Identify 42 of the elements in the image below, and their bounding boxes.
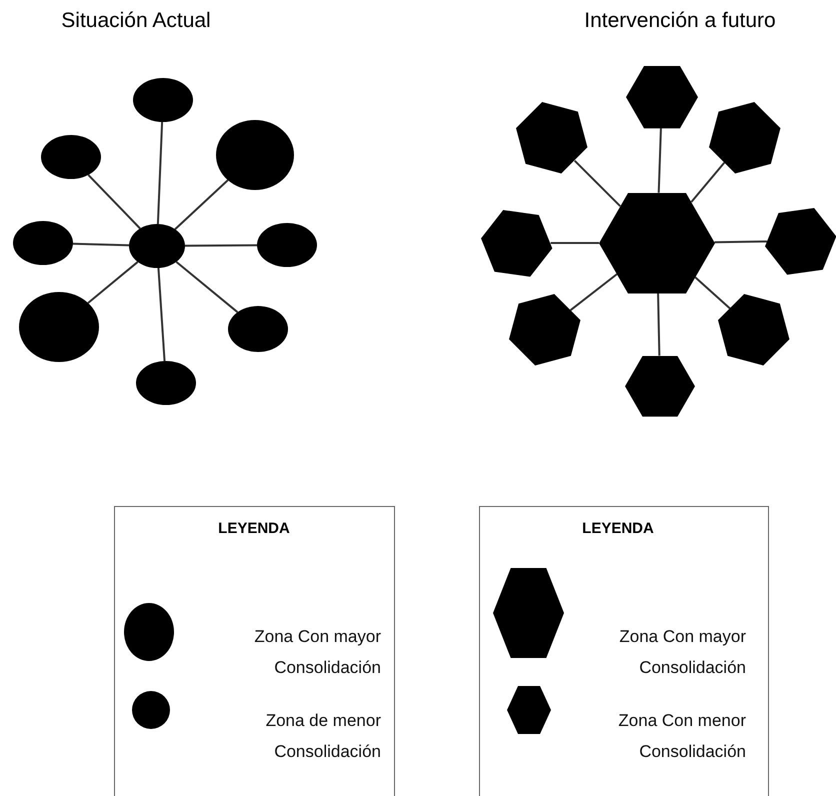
hexagon-node [599,192,715,294]
hexagon-node [709,102,781,174]
hexagon-node [718,294,790,366]
ellipse-node [216,120,294,190]
legend-text: Zona Con mayor Consolidación [618,626,746,679]
legend-title: LEYENDA [582,520,654,537]
connector-line [690,162,726,203]
legend-title: LEYENDA [218,520,290,537]
legend-text: Zona de menor Consolidación [264,710,381,763]
connector-line [550,242,599,244]
connector-line [574,160,621,207]
ellipse-node [136,361,196,405]
hexagon-node [625,356,695,416]
ellipse-node [13,221,73,265]
connector-line [694,276,731,310]
hexagon-node [509,294,581,366]
connector-line [156,122,164,224]
connector-line [714,240,768,244]
ellipse-node [133,78,193,122]
diagram-heading: Intervención a futuro [584,9,776,33]
connector-line [87,261,138,304]
hexagon-node [516,102,588,174]
connector-line [176,261,238,313]
diagram-heading: Situación Actual [61,9,211,33]
hexagon-node [765,208,836,274]
ellipse-node [257,223,317,267]
hexagon-node [481,210,553,276]
connector-line [570,273,618,311]
connector-line [88,174,141,230]
legend-text: Zona Con menor Consolidación [617,710,746,763]
ellipse-node [228,306,288,352]
connector-line [658,128,662,193]
connector-line [184,244,258,247]
ellipse-node [19,292,99,362]
connector-line [174,179,229,230]
legend-text: Zona Con mayor Consolidación [253,626,381,679]
connector-line [157,268,166,362]
connector-line [657,293,660,356]
connector-line [72,242,130,246]
hexagon-node [626,66,698,128]
ellipse-node [129,224,185,268]
ellipse-node [41,135,101,179]
